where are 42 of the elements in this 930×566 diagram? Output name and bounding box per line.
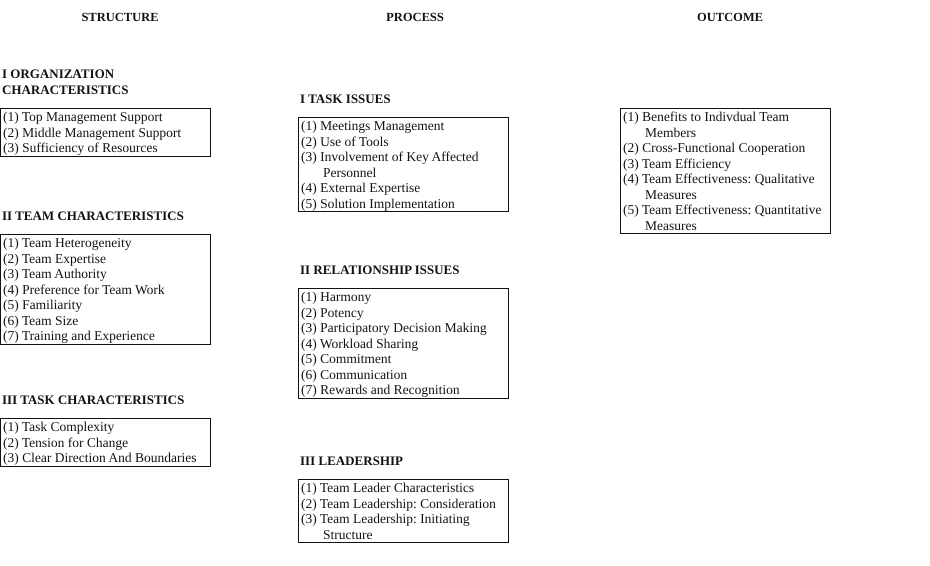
- list-item: (1) Task Complexity: [3, 419, 116, 434]
- section-heading: II TEAM CHARACTERISTICS: [1, 208, 185, 224]
- list-item: (2) Team Leadership: Consideration: [301, 496, 497, 511]
- list-item: (5) Familiarity: [3, 297, 84, 312]
- list-item: (2) Tension for Change: [3, 434, 130, 450]
- list-item: (3) Sufficiency of Resources: [3, 140, 159, 156]
- list-item: (3) Team Efficiency: [623, 156, 732, 171]
- column-heading: OUTCOME: [697, 10, 763, 24]
- list-item: (5) Team Effectiveness: Quantitative Measures: [623, 202, 822, 233]
- section-heading: III TASK CHARACTERISTICS: [1, 392, 186, 408]
- section-heading: II RELATIONSHIP ISSUES: [299, 262, 460, 278]
- list-item: (1) Harmony: [301, 289, 372, 304]
- list-item: (5) Commitment: [301, 351, 392, 366]
- column-heading: STRUCTURE: [81, 10, 159, 24]
- list-item: (5) Solution Implementation: [301, 196, 456, 211]
- list-item: (6) Communication: [301, 366, 408, 382]
- list-item: (1) Meetings Management: [301, 118, 446, 134]
- list-item: (7) Rewards and Recognition: [301, 382, 461, 398]
- list-item: (1) Team Leader Characteristics: [301, 480, 476, 496]
- list-item: (3) Team Leadership: Initiating Structure: [301, 511, 471, 542]
- list-item: (3) Participatory Decision Making: [301, 320, 488, 336]
- list-item: (4) External Expertise: [301, 180, 422, 196]
- section-heading: I TASK ISSUES: [299, 91, 392, 107]
- list-item: (4) Preference for Team Work: [3, 282, 166, 297]
- list-item: (2) Team Expertise: [3, 250, 108, 266]
- list-item: (2) Middle Management Support: [3, 124, 182, 140]
- list-item: (3) Team Authority: [3, 266, 108, 282]
- list-item: (2) Use of Tools: [301, 134, 390, 149]
- list-item: (4) Workload Sharing: [301, 336, 420, 351]
- section-heading: III LEADERSHIP: [299, 453, 404, 469]
- list-item: (1) Benefits to Indivdual Team Members: [623, 109, 790, 140]
- column-heading: PROCESS: [386, 10, 444, 24]
- list-item: (1) Top Management Support: [3, 109, 164, 124]
- list-item: (4) Team Effectiveness: Qualitative Measures: [623, 171, 816, 202]
- list-item: (2) Cross-Functional Cooperation: [623, 140, 806, 156]
- section-heading: I ORGANIZATION CHARACTERISTICS: [1, 66, 130, 98]
- list-item: (3) Involvement of Key Affected Personnel: [301, 149, 480, 180]
- list-item: (7) Training and Experience: [3, 328, 156, 344]
- list-item: (2) Potency: [301, 304, 365, 320]
- list-item: (6) Team Size: [3, 312, 80, 328]
- list-item: (1) Team Heterogeneity: [3, 235, 133, 250]
- list-item: (3) Clear Direction And Boundaries: [3, 450, 198, 466]
